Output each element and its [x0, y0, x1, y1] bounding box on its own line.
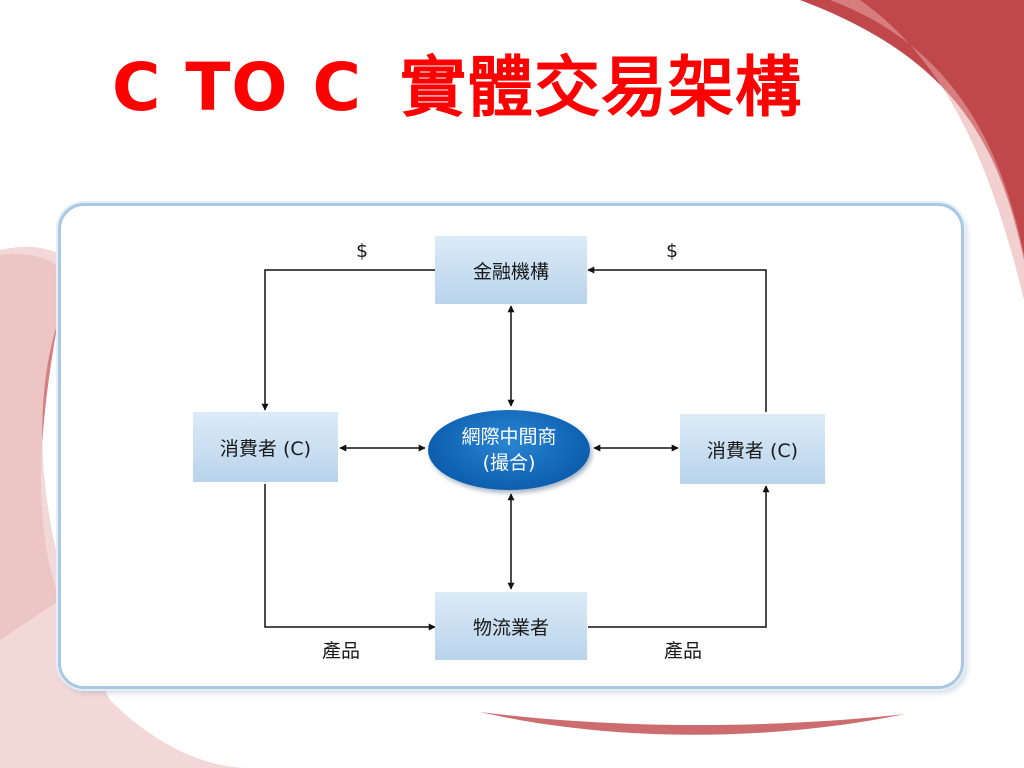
- top-right-swoosh: [800, 0, 1024, 260]
- consumer-left-label: 消費者 (C): [219, 437, 312, 460]
- product-label-left: 產品: [322, 640, 361, 662]
- bottom-swoosh: [480, 712, 905, 735]
- logistics-node: 物流業者: [435, 592, 587, 660]
- financial-institution-node: 金融機構: [435, 236, 587, 304]
- logistics-label: 物流業者: [472, 616, 549, 639]
- intermediary-node: 網際中間商 (撮合): [428, 410, 590, 490]
- money-flow-right-line: [587, 266, 767, 412]
- intermediary-label-line2: (撮合): [482, 452, 536, 474]
- title-chinese: 實體交易架構: [399, 49, 802, 126]
- top-right-swoosh-light: [830, 0, 1024, 300]
- money-flow-left-line: [261, 269, 435, 411]
- financial-institution-label: 金融機構: [472, 260, 549, 283]
- consumer-right-label: 消費者 (C): [706, 439, 799, 462]
- consumer-right-node: 消費者 (C): [680, 414, 825, 484]
- page-title: C TO C 實體交易架構: [112, 48, 802, 128]
- product-flow-left-line: [264, 484, 436, 631]
- money-label-left: $: [356, 240, 369, 262]
- money-label-right: $: [666, 240, 679, 262]
- consumer-left-node: 消費者 (C): [193, 412, 338, 482]
- product-label-right: 產品: [664, 640, 703, 662]
- title-english: C TO C: [112, 49, 362, 126]
- intermediary-label-line1: 網際中間商: [461, 426, 557, 448]
- product-flow-right-line: [588, 485, 770, 628]
